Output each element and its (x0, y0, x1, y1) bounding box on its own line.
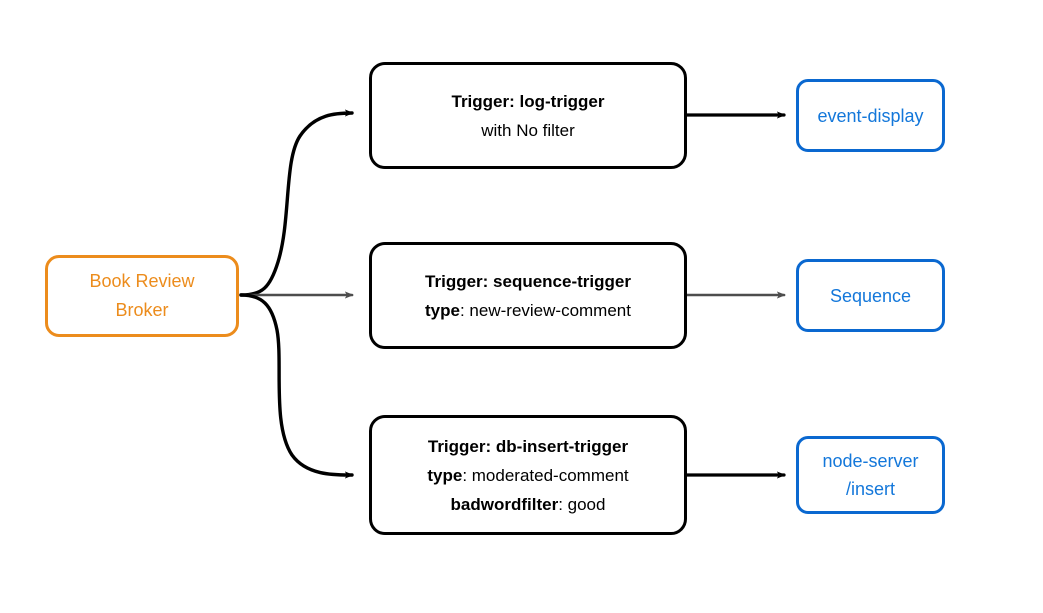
target-event-display-label: event-display (817, 105, 924, 126)
target-node-server-label-line2: /insert (845, 479, 896, 499)
node-node-server-insert[interactable]: node-server /insert (796, 436, 945, 514)
trigger-sequence-line2-rest: : new-review-comment (459, 300, 631, 320)
node-trigger-db-insert-trigger[interactable]: Trigger: db-insert-trigger type: moderat… (369, 415, 687, 535)
trigger-db-line3-bold: badwordfilter (450, 494, 559, 514)
node-trigger-sequence-trigger[interactable]: Trigger: sequence-trigger type: new-revi… (369, 242, 687, 349)
edge-broker-to-db-insert-trigger (239, 293, 354, 479)
trigger-sequence-line1: Trigger: sequence-trigger (425, 267, 631, 296)
trigger-log-line2-rest: with No filter (481, 120, 575, 140)
trigger-db-line2-rest: : moderated-comment (462, 465, 629, 485)
node-book-review-broker[interactable]: Book Review Broker (45, 255, 239, 337)
trigger-sequence-line2-bold: type (425, 300, 460, 320)
trigger-db-line3: badwordfilter: good (451, 490, 606, 519)
trigger-log-line1-bold: Trigger: log-trigger (451, 91, 605, 111)
trigger-sequence-line1-bold: Trigger: sequence-trigger (425, 271, 631, 291)
target-node-server-label-line1: node-server (822, 451, 919, 471)
edge-broker-to-log-trigger (239, 109, 354, 297)
broker-label-line2: Broker (115, 300, 169, 320)
trigger-sequence-line2: type: new-review-comment (425, 296, 631, 325)
node-trigger-log-trigger[interactable]: Trigger: log-trigger with No filter (369, 62, 687, 169)
trigger-db-line2-bold: type (427, 465, 463, 485)
node-event-display[interactable]: event-display (796, 79, 945, 152)
trigger-db-line2: type: moderated-comment (427, 461, 628, 490)
trigger-db-line1: Trigger: db-insert-trigger (428, 432, 628, 461)
trigger-log-line1: Trigger: log-trigger (452, 87, 605, 116)
trigger-db-line1-bold: Trigger: db-insert-trigger (427, 436, 629, 456)
target-sequence-label: Sequence (829, 285, 912, 306)
node-sequence[interactable]: Sequence (796, 259, 945, 332)
trigger-log-line2: with No filter (481, 116, 575, 145)
trigger-db-line3-rest: : good (558, 494, 606, 514)
broker-label-line1: Book Review (89, 271, 195, 291)
